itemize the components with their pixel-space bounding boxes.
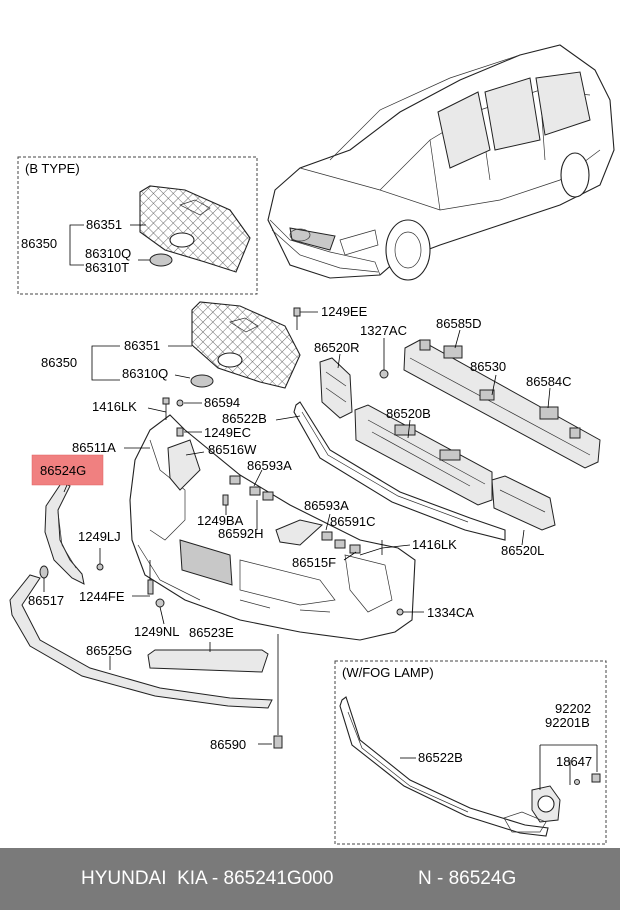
b-type-emblem (149, 253, 173, 267)
lower-molding-86523E (147, 649, 269, 673)
b-type-inset-frame (17, 156, 258, 295)
callout-86584C: 86584C (526, 374, 572, 389)
b-type-inset-title: (B TYPE) (25, 161, 80, 176)
callout-1244FE: 1244FE (79, 589, 125, 604)
fog-lamp-lower-grille (339, 696, 549, 837)
callout-86350: 86350 (41, 355, 77, 370)
callout-86592H: 86592H (218, 526, 264, 541)
fog-lamp-unit (503, 785, 561, 833)
callout-86593A-b: 86593A (304, 498, 349, 513)
callout-86593A-a: 86593A (247, 458, 292, 473)
front-bumper-cover (129, 414, 416, 641)
callout-92201B: 92201B (545, 715, 590, 730)
callout-92202: 92202 (555, 701, 591, 716)
lip-molding-86525G (9, 574, 273, 709)
footer-brand-part-number: HYUNDAI KIA - 865241G000 (81, 868, 334, 889)
fog-lamp-inset-title: (W/FOG LAMP) (342, 665, 434, 680)
callout-1249LJ: 1249LJ (78, 529, 121, 544)
callout-86585D: 86585D (436, 316, 482, 331)
footer-reference-number: N - 86524G (418, 868, 517, 889)
callout-1249BA: 1249BA (197, 513, 244, 528)
car-illustration (267, 44, 615, 281)
b-type-grille (139, 185, 251, 273)
callout-86517: 86517 (28, 593, 64, 608)
reinforcement-beam (403, 339, 601, 469)
callout-86310Q: 86310Q (122, 366, 168, 381)
callout-1249EE: 1249EE (321, 304, 368, 319)
part-number-footer: HYUNDAI KIA - 865241G000 N - 86524G (0, 848, 620, 910)
nut-1327AC (379, 369, 389, 379)
absorber-right (319, 357, 353, 419)
callout-86511A: 86511A (72, 440, 116, 455)
callout-86524G: 86524G (40, 463, 86, 478)
main-grille (191, 301, 301, 389)
callout-1416LK-b: 1416LK (412, 537, 457, 552)
callout-b-86310Q: 86310Q (85, 246, 131, 261)
callout-86522B: 86522B (222, 411, 267, 426)
side-molding-86524G (44, 481, 85, 585)
absorber-center (354, 404, 493, 506)
parts-diagram: (B TYPE) 86351 86350 86310Q 86310T 86351… (9, 44, 615, 845)
callout-f-86522B: 86522B (418, 750, 463, 765)
callout-86525G: 86525G (86, 643, 132, 658)
highlight-86524G (31, 454, 104, 486)
callout-86515F: 86515F (292, 555, 336, 570)
absorber-left (491, 475, 556, 531)
callout-86530: 86530 (470, 359, 506, 374)
callout-1416LK-a: 1416LK (92, 399, 137, 414)
bumper-bracket-86516W (167, 439, 201, 491)
callout-1334CA: 1334CA (427, 605, 474, 620)
callout-b-86350: 86350 (21, 236, 57, 251)
callout-1327AC: 1327AC (360, 323, 407, 338)
callout-86520B: 86520B (386, 406, 431, 421)
bumper-bracket-86591C (275, 519, 324, 546)
lower-grille (293, 401, 506, 541)
callout-86594: 86594 (204, 395, 240, 410)
callout-b-86310T: 86310T (85, 260, 129, 275)
callout-86520R: 86520R (314, 340, 360, 355)
callout-18647: 18647 (556, 754, 592, 769)
callout-1249NL: 1249NL (134, 624, 180, 639)
callout-86351: 86351 (124, 338, 160, 353)
main-emblem (190, 374, 214, 388)
callout-86591C: 86591C (330, 514, 376, 529)
callout-86523E: 86523E (189, 625, 234, 640)
callout-b-86351: 86351 (86, 217, 122, 232)
callout-86520L: 86520L (501, 543, 544, 558)
callout-86516W: 86516W (208, 442, 257, 457)
fog-lamp-inset-frame (334, 660, 607, 845)
callout-1249EC: 1249EC (204, 425, 251, 440)
callout-86590: 86590 (210, 737, 246, 752)
